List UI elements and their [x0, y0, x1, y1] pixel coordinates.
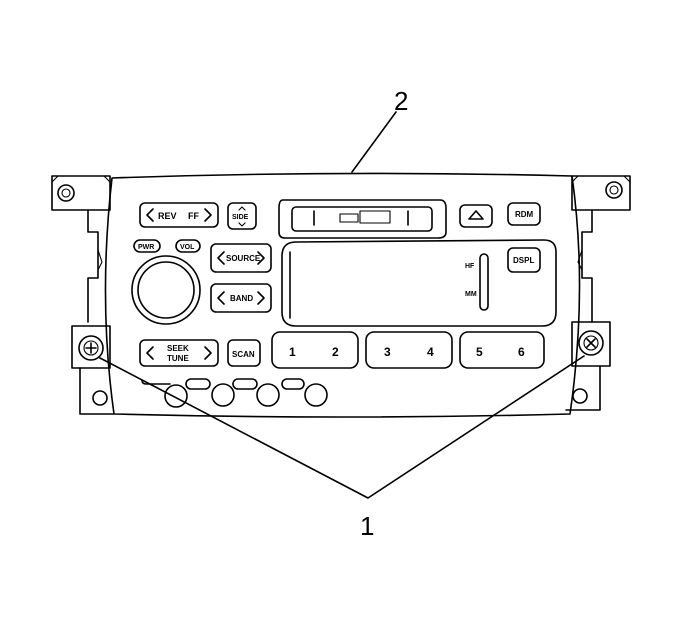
- hf-indicator: HF: [465, 263, 475, 270]
- power-button[interactable]: PWR: [133, 239, 161, 253]
- left-chassis: [71, 209, 115, 415]
- rev-label: REV: [158, 211, 177, 221]
- level-bar: [479, 253, 489, 311]
- eject-button[interactable]: [459, 204, 493, 228]
- callout-1: 1: [99, 355, 585, 541]
- band-button[interactable]: BAND: [210, 283, 272, 313]
- dspl-label: DSPL: [513, 256, 534, 265]
- right-chassis: [565, 209, 611, 411]
- cassette-door: [278, 199, 447, 239]
- lower-controls: [141, 378, 328, 408]
- side-button[interactable]: SIDE: [227, 202, 257, 230]
- mm-indicator: MM: [465, 291, 477, 298]
- rdm-button[interactable]: RDM: [507, 202, 541, 226]
- right-screw: [578, 330, 604, 356]
- callout-2: 2: [351, 86, 408, 173]
- side-label: SIDE: [232, 214, 249, 221]
- vol-label: VOL: [180, 244, 195, 251]
- volume-knob[interactable]: [131, 255, 201, 325]
- preset-6: 6: [518, 345, 525, 359]
- left-mounting-bracket: [51, 175, 111, 211]
- preset-2: 2: [332, 345, 339, 359]
- preset-3: 3: [384, 345, 391, 359]
- preset-4: 4: [427, 345, 434, 359]
- preset-5: 5: [476, 345, 483, 359]
- callout-1-label: 1: [360, 511, 374, 541]
- scan-button[interactable]: SCAN: [227, 339, 261, 367]
- band-label: BAND: [230, 294, 253, 303]
- source-label: SOURCE: [226, 254, 261, 263]
- preset-button-1-2[interactable]: 1 2: [271, 331, 359, 369]
- left-screw: [78, 335, 104, 361]
- preset-button-5-6[interactable]: 5 6: [459, 331, 545, 369]
- faceplate: [104, 172, 581, 418]
- callout-2-label: 2: [394, 86, 408, 116]
- dspl-button[interactable]: DSPL: [507, 247, 541, 273]
- right-mounting-bracket: [571, 175, 631, 211]
- seek-label: SEEK: [167, 344, 189, 353]
- volume-label-tag: VOL: [175, 239, 201, 253]
- eject-icon: [468, 210, 484, 220]
- rdm-label: RDM: [515, 210, 534, 219]
- preset-button-3-4[interactable]: 3 4: [365, 331, 453, 369]
- display-window: HF MM: [281, 239, 557, 327]
- rev-ff-button[interactable]: REV FF: [139, 202, 219, 228]
- scan-label: SCAN: [232, 350, 255, 359]
- tune-label: TUNE: [167, 354, 189, 363]
- pwr-label: PWR: [138, 244, 154, 251]
- ff-label: FF: [188, 211, 199, 221]
- source-button[interactable]: SOURCE: [210, 243, 272, 273]
- preset-1: 1: [289, 345, 296, 359]
- seek-tune-button[interactable]: SEEK TUNE: [139, 339, 219, 367]
